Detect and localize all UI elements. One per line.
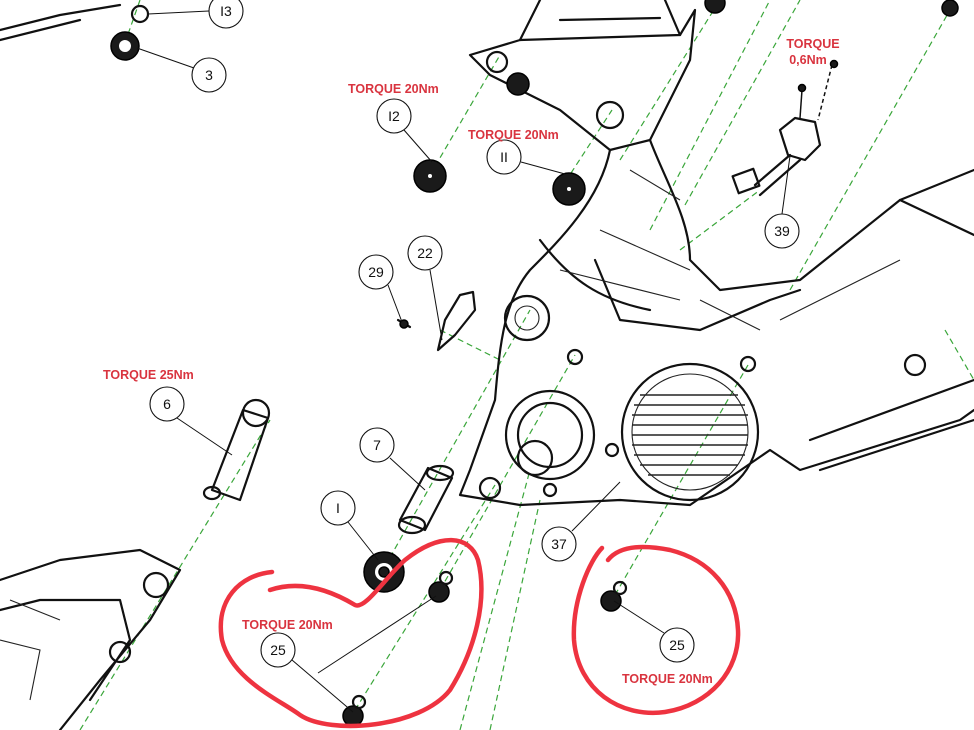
torque-label-25-left: TORQUE 20Nm: [242, 618, 333, 632]
callout-3: 3: [191, 57, 227, 93]
callout-label: 3: [205, 67, 213, 83]
torque-label-25-right: TORQUE 20Nm: [622, 672, 713, 686]
callout-label: 7: [373, 437, 381, 453]
callout-label: I: [336, 500, 340, 516]
callout-label: 39: [774, 223, 790, 239]
callout-25-right: 25: [659, 627, 695, 663]
callout-1: I: [320, 490, 356, 526]
red-circle-annotation-right: [571, 544, 741, 716]
callout-22: 22: [407, 235, 443, 271]
callout-label: 25: [270, 642, 286, 658]
callout-6: 6: [149, 386, 185, 422]
callout-label: II: [500, 149, 508, 165]
torque-label-12: TORQUE 20Nm: [348, 82, 439, 96]
red-circle-annotation-left: [218, 537, 484, 729]
callout-39: 39: [764, 213, 800, 249]
callout-label: I2: [388, 108, 400, 124]
callout-13: I3: [208, 0, 244, 29]
callout-29: 29: [358, 254, 394, 290]
callout-11: II: [486, 139, 522, 175]
callout-37: 37: [541, 526, 577, 562]
callout-25-left: 25: [260, 632, 296, 668]
leader-lines: [136, 10, 791, 713]
callout-7: 7: [359, 427, 395, 463]
callout-label: I3: [220, 3, 232, 19]
torque-label-39-line1: TORQUE: [786, 37, 839, 51]
callout-12: I2: [376, 98, 412, 134]
callout-label: 6: [163, 396, 171, 412]
torque-label-6: TORQUE 25Nm: [103, 368, 194, 382]
motor-unit: [478, 294, 760, 502]
torque-label-39-line2: 0,6Nm: [789, 53, 827, 67]
callout-label: 25: [669, 637, 685, 653]
callout-label: 37: [551, 536, 567, 552]
torque-label-11: TORQUE 20Nm: [468, 128, 559, 142]
callout-label: 29: [368, 264, 384, 280]
assembly-axes: [79, 0, 974, 730]
hardware-parts: [108, 0, 959, 727]
callout-label: 22: [417, 245, 433, 261]
